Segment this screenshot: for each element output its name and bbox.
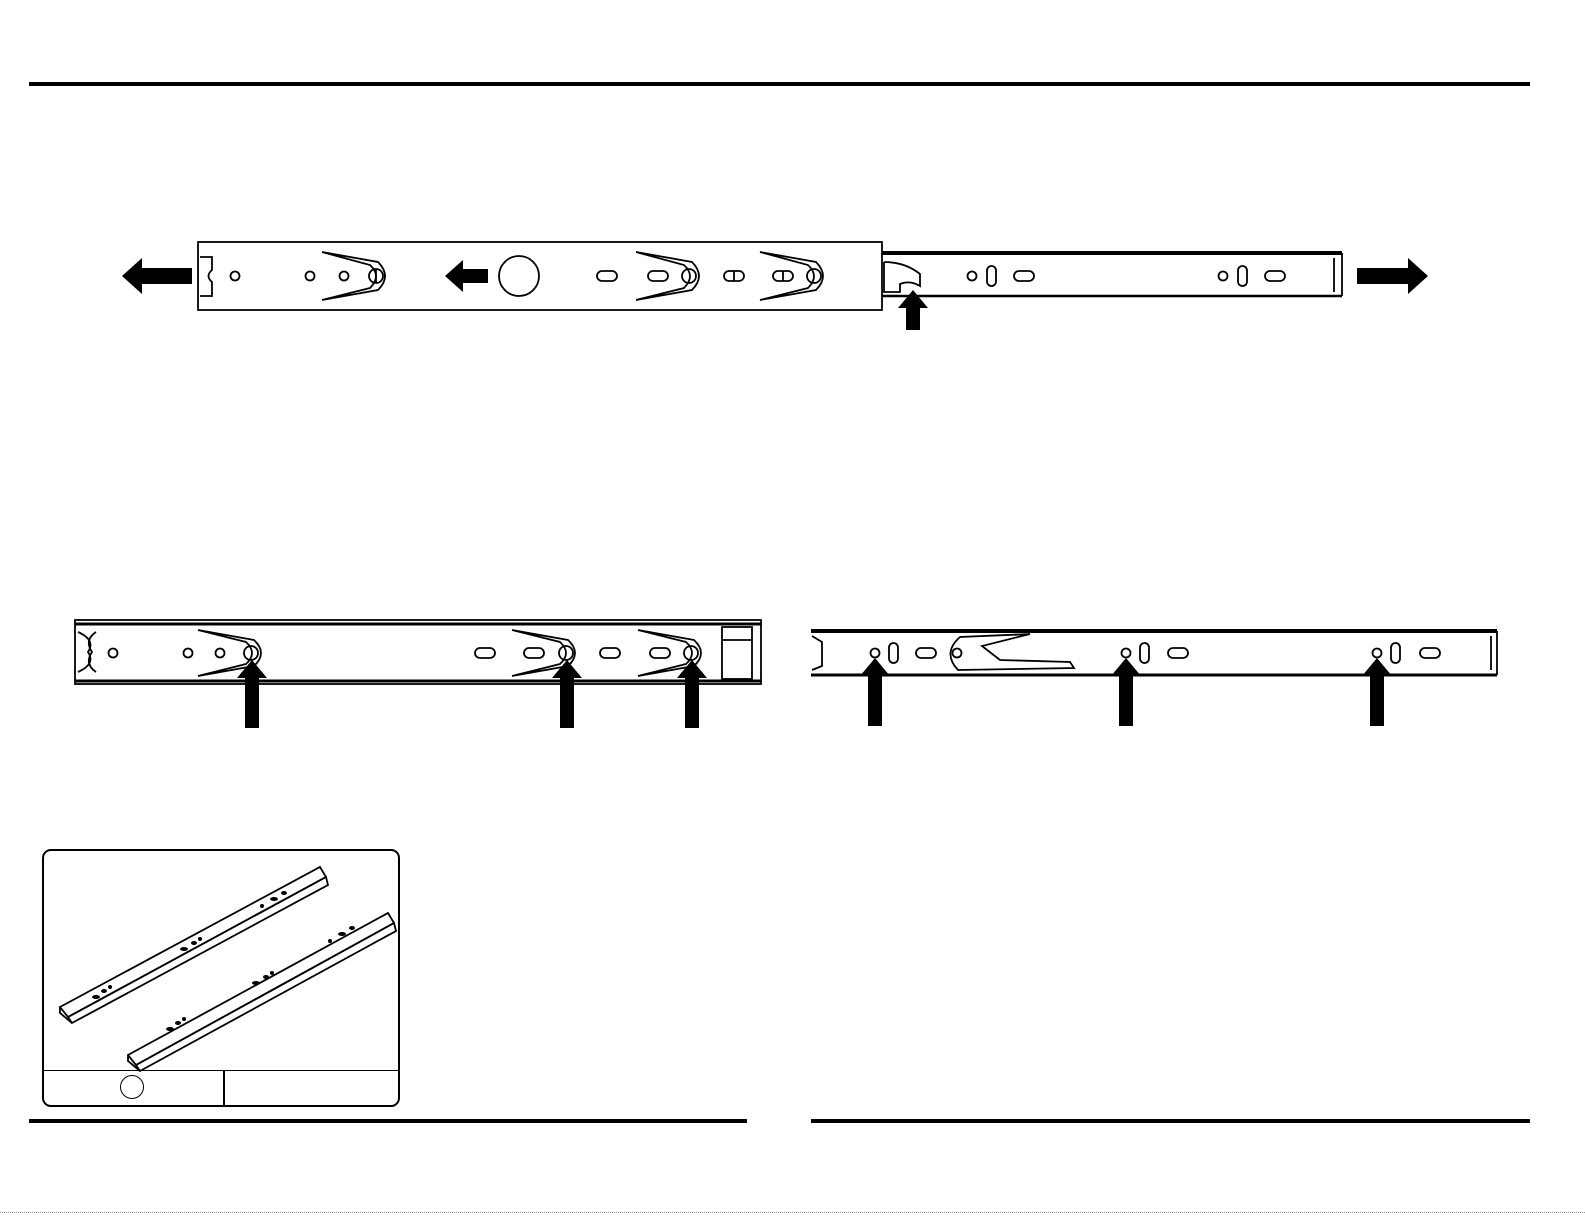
footer-rule-left [29,1119,747,1123]
parts-legend-divider [223,1071,225,1105]
part-id-circle [120,1075,144,1099]
page-edge-dotted-line [0,1212,1585,1213]
drawer-slide-pair-illustration [44,851,400,1075]
footer-rule-right [811,1119,1530,1123]
parts-box [42,849,400,1107]
screw-up-arrow [860,658,890,726]
parts-legend-row [44,1070,398,1105]
cabinet-member-mounting-diagram [0,0,1585,800]
screw-up-arrow [1111,658,1141,726]
screw-up-arrow [1362,658,1392,726]
